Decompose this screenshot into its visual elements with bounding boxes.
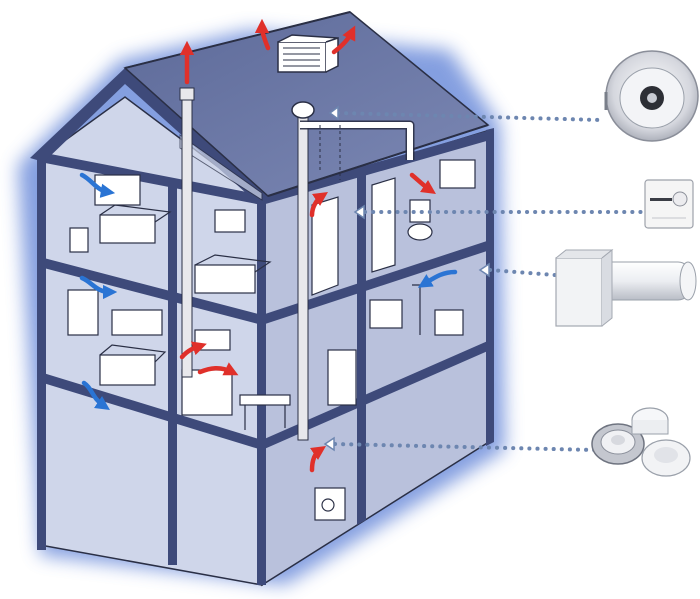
toilet	[407, 223, 433, 241]
living-window	[67, 289, 99, 336]
dining-table	[239, 394, 291, 406]
connectors	[333, 111, 647, 452]
intake-arrow	[79, 275, 118, 300]
floor-3-side	[262, 130, 490, 205]
bathtub	[194, 264, 256, 294]
floor-2-side	[262, 240, 490, 325]
connector-wall-inlet	[488, 268, 557, 277]
fridge	[327, 349, 357, 406]
intake-arrow	[81, 380, 110, 410]
corner-post	[257, 198, 266, 585]
roof-ridge	[124, 11, 351, 69]
connector-heads	[323, 105, 490, 452]
vertical-duct-left	[181, 91, 193, 378]
connector-roof-fan	[336, 111, 602, 122]
armchair	[369, 299, 403, 329]
exhaust-arrow	[179, 341, 207, 360]
exhaust-valve-icon	[591, 407, 691, 477]
house	[30, 11, 494, 587]
roof-fan-box	[277, 41, 327, 73]
front-mid-post	[168, 180, 177, 565]
intake-arrow	[417, 269, 458, 288]
bed	[99, 214, 156, 244]
exhaust-arrow	[197, 362, 239, 376]
ducts	[179, 34, 415, 441]
side-mid-post	[357, 165, 366, 525]
inline-duct-fan-icon	[604, 50, 699, 142]
wall-air-inlet-icon	[555, 248, 697, 327]
front-left-post	[37, 155, 46, 550]
duct-cap-left	[179, 87, 195, 101]
floor-1	[40, 372, 262, 450]
connector-exhaust-valves	[333, 442, 597, 452]
exhaust-arrow	[309, 446, 326, 473]
bath-window	[439, 159, 476, 189]
side-right-post	[486, 128, 494, 446]
intake-arrow	[79, 172, 116, 198]
tv	[434, 309, 464, 336]
floor-3	[40, 152, 262, 205]
floor-1-side	[262, 340, 490, 450]
washing-machine	[314, 487, 346, 521]
exhaust-arrow	[331, 25, 356, 55]
vertical-duct-center	[297, 109, 309, 441]
floor-2	[40, 257, 262, 325]
room-details	[67, 159, 476, 521]
attic-gable	[179, 134, 263, 201]
exhaust-arrow	[409, 172, 436, 194]
wall-thermostat-icon	[644, 179, 694, 229]
exhaust-arrow	[309, 192, 328, 218]
exhaust-arrow	[254, 18, 271, 51]
airflow-arrows	[79, 18, 458, 473]
attic-fan-unit	[291, 101, 315, 119]
sofa	[99, 354, 156, 386]
